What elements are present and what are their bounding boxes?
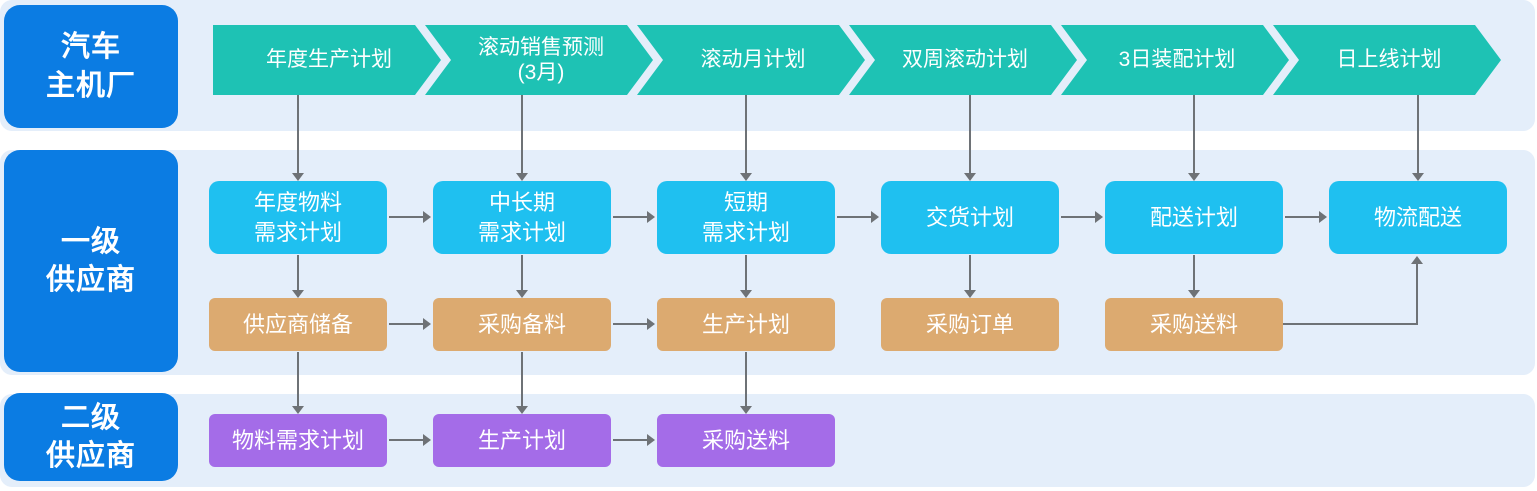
arrow-right-icon	[837, 211, 879, 223]
arrow-right-icon	[389, 434, 431, 446]
box-purchase-material-preparation: 采购备料	[433, 298, 611, 351]
box-label: 短期	[723, 189, 768, 215]
arrow-right-icon	[613, 318, 655, 330]
box-production-plan-tier1: 生产计划	[657, 298, 835, 351]
box-material-requirement-plan-tier2: 物料需求计划	[209, 414, 387, 467]
box-short-term-requirement-plan: 短期 需求计划	[657, 181, 835, 254]
box-supplier-reserve: 供应商储备	[209, 298, 387, 351]
chevron-label: 双周滚动计划	[902, 48, 1028, 72]
arrow-down-icon	[964, 255, 976, 298]
chevron-label: 年度生产计划	[266, 48, 392, 72]
arrow-down-icon	[292, 255, 304, 298]
box-purchase-material-delivery-tier2: 采购送料	[657, 414, 835, 467]
side-label-line: 汽车	[60, 31, 121, 64]
box-label: 需求计划	[477, 219, 566, 245]
box-label: 物料需求计划	[231, 427, 364, 453]
side-label-line: 一级	[60, 225, 121, 258]
box-logistics-distribution: 物流配送	[1329, 181, 1507, 254]
arrow-right-icon	[1061, 211, 1103, 223]
box-production-plan-tier2: 生产计划	[433, 414, 611, 467]
box-label: 配送计划	[1149, 204, 1238, 230]
side-label-line: 二级	[60, 401, 121, 434]
arrow-down-icon	[516, 95, 528, 181]
box-label: 物流配送	[1373, 204, 1462, 230]
chevron-label: 3日装配计划	[1118, 48, 1236, 72]
box-label: 采购订单	[925, 311, 1014, 337]
arrow-down-icon	[1188, 255, 1200, 298]
side-label-tier2-supplier: 二级 供应商	[4, 393, 178, 481]
box-label: 年度物料	[253, 189, 342, 215]
arrow-down-icon	[516, 352, 528, 414]
arrow-right-icon	[389, 318, 431, 330]
arrow-down-icon	[516, 255, 528, 298]
side-label-line: 供应商	[45, 264, 136, 296]
arrow-right-icon	[613, 434, 655, 446]
side-label-oem: 汽车 主机厂	[4, 5, 178, 128]
chevron-rolling-sales-forecast: 滚动销售预测 (3月)	[425, 25, 653, 95]
arrow-down-icon	[740, 95, 752, 181]
box-label: 生产计划	[701, 311, 790, 337]
arrow-up-icon	[1411, 256, 1423, 325]
arrow-right-icon	[389, 211, 431, 223]
box-label: 供应商储备	[242, 311, 353, 337]
box-label: 采购备料	[477, 311, 566, 337]
arrow-down-icon	[740, 255, 752, 298]
arrow-down-icon	[964, 95, 976, 181]
arrow-down-icon	[1188, 95, 1200, 181]
elbow-connector-line	[1283, 323, 1418, 325]
box-delivery-plan: 交货计划	[881, 181, 1059, 254]
side-label-line: 主机厂	[45, 69, 136, 102]
arrow-right-icon	[613, 211, 655, 223]
chevron-rolling-monthly-plan: 滚动月计划	[637, 25, 865, 95]
chevron-3day-assembly-plan: 3日装配计划	[1061, 25, 1289, 95]
chevron-biweekly-rolling-plan: 双周滚动计划	[849, 25, 1077, 95]
side-label-line: 供应商	[45, 440, 136, 472]
arrow-down-icon	[740, 352, 752, 414]
box-label: 需求计划	[253, 219, 342, 245]
box-distribution-plan: 配送计划	[1105, 181, 1283, 254]
chevron-label: 滚动销售预测	[478, 35, 604, 59]
box-label: 采购送料	[701, 427, 790, 453]
box-label: 生产计划	[477, 427, 566, 453]
box-annual-material-requirement-plan: 年度物料 需求计划	[209, 181, 387, 254]
chevron-annual-production-plan: 年度生产计划	[213, 25, 441, 95]
side-label-tier1-supplier: 一级 供应商	[4, 150, 178, 372]
box-label: 中长期	[488, 189, 555, 215]
chevron-label: (3月)	[517, 61, 565, 84]
box-mid-long-term-requirement-plan: 中长期 需求计划	[433, 181, 611, 254]
chevron-daily-online-plan: 日上线计划	[1273, 25, 1501, 95]
arrow-down-icon	[1412, 95, 1424, 181]
box-purchase-order: 采购订单	[881, 298, 1059, 351]
arrow-down-icon	[292, 352, 304, 414]
box-label: 需求计划	[701, 219, 790, 245]
box-label: 采购送料	[1149, 311, 1238, 337]
arrow-down-icon	[292, 95, 304, 181]
box-label: 交货计划	[925, 204, 1014, 230]
oem-chevron-row: 年度生产计划 滚动销售预测 (3月) 滚动月计划 双周滚动计划 3日装配计划 日…	[213, 25, 1501, 95]
arrow-right-icon	[1285, 211, 1327, 223]
chevron-label: 日上线计划	[1336, 48, 1442, 72]
box-purchase-material-delivery-tier1: 采购送料	[1105, 298, 1283, 351]
chevron-label: 滚动月计划	[700, 48, 806, 72]
